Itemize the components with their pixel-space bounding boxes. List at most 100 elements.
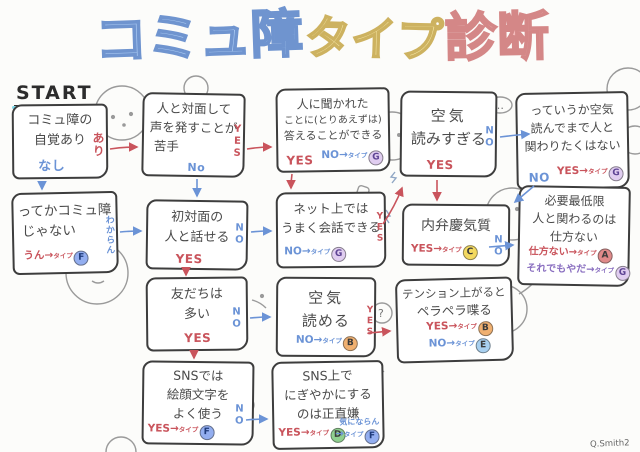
branch-yes: あり [90,131,106,158]
node-text-line: 答えることができる [283,128,383,143]
type-badge-G: G [608,166,624,182]
result-text: NO→ [295,333,323,346]
branch-yes: YES [374,211,386,245]
branch-yes: YES [231,123,244,160]
type-badge-G: G [614,265,631,281]
node-text-line: SNSでは [173,367,224,384]
result-text: NO→ [428,336,456,350]
type-badge-C: C [462,245,478,261]
node-text-line: 読んでまで人と [530,120,615,136]
node-text-line: コミュ障の [27,112,93,129]
result-tip: タイプ [322,336,342,346]
node-text-line: じゃない [21,223,77,241]
branch-no: NO [233,222,246,247]
node-text-line: ことに(とりあえずは) [283,114,382,127]
type-badge-F: F [73,250,89,266]
arrow-kikareta-yes [286,173,296,190]
node-text-line: 読みすぎる [410,129,487,148]
node-text-line: ネット上では [293,200,369,217]
arrow-jikaku-yes [109,142,139,152]
branch-yes: YES [286,153,314,168]
result-text: 気にならん [339,417,380,427]
node-text-line: っていうか空気 [530,102,614,118]
result-text: YES→ [556,164,589,178]
result-tip: タイプ [178,425,199,435]
node-text-line: 人と対面して [156,100,232,117]
branch-yes: YES [364,305,376,339]
type-badge-E: E [475,338,491,354]
type-badge-F: F [199,425,215,441]
result-text: それでもやだ→ [526,263,595,276]
node-text-line: 人に聞かれた [296,96,369,112]
node-text-line: 声を発すことが [149,118,238,136]
result-tip: タイプ [53,251,73,261]
node-text-line: 絵顔文字を [166,386,230,403]
result-tip: タイプ [455,339,475,348]
type-badge-F: F [364,429,380,445]
branch-yes: YES [426,157,454,173]
doodle-face [105,436,137,452]
result-text: YES→ [278,426,310,439]
branch-yes: YES [184,330,212,346]
node-text-line: 空気 [430,106,467,126]
result-text: YES→ [410,242,443,255]
title-part-blue: コミュ障 [93,3,305,72]
result-tip: タイプ [343,430,364,439]
node-text-line: 関わりたくはない [524,138,621,154]
branch-yes: YES [175,251,203,267]
type-badge-G: G [368,150,384,166]
node-text-line: 友だちは [170,286,223,303]
result-tip: タイプ [441,245,462,255]
type-badge-B: B [342,336,358,352]
node-text-line: 人と話せる [164,229,230,245]
node-taimen: 人と対面して 声を発すことが 苦手 YES No [141,92,246,178]
result-tip: タイプ [457,322,477,331]
node-text-line: 空気 [308,288,345,308]
result-tip: タイプ [594,266,615,275]
branch-no: No [187,160,206,175]
branch-no: NO [233,403,245,428]
result-tip: タイプ [587,167,608,176]
node-shotaimen: 初対面の 人と話せる NO YES [145,199,249,271]
branch-no: なし [38,158,66,175]
node-yomisugi: 空気 読みすぎる NO YES [399,90,498,178]
node-text-line: 読める [301,311,351,330]
node-text-line: 人と関わるのは [532,211,617,227]
node-tomodachi: 友だちは 多い NO YES [145,276,249,352]
page-title: コミュ障タイプ診断 [62,0,582,77]
branch-no: NO [492,234,505,259]
signature: Q.Smith2 [590,438,631,450]
branch-no: NO [483,125,496,150]
result-text: YES→ [426,319,458,333]
result-text: 仕方ない→ [528,246,578,259]
result-text: NO→ [321,148,348,162]
node-text-line: ってかコミュ障 [17,202,112,220]
node-text-line: 必要最低限 [544,193,605,209]
branch-no: NO [230,306,243,331]
branch-side: わからん [103,214,115,256]
node-text-line: 初対面の [171,209,224,226]
question-bubble-text: ? [378,307,384,320]
arrow-janai-wakaran [119,226,143,236]
node-jikaku: コミュ障の 自覚あり あり なし [11,103,109,180]
node-text-line: 苦手 [153,137,179,154]
node-text-line: にぎやかにする [283,385,372,403]
